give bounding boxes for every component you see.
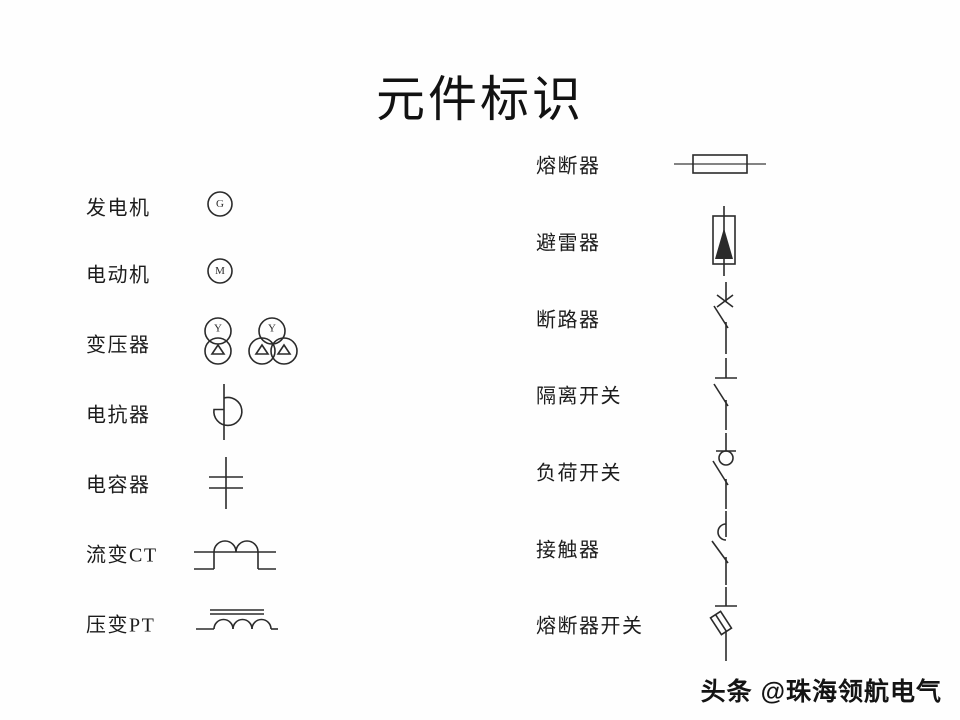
symbol-label: 变压器: [86, 334, 151, 357]
symbol-label: 发电机: [86, 197, 151, 220]
symbol-row-circuit-breaker: 断路器: [536, 282, 866, 354]
symbol-label: 流变CT: [86, 544, 158, 567]
symbol-label: 电动机: [86, 264, 151, 287]
symbol-row-current-transformer: 流变CT: [86, 522, 386, 584]
current-transformer-coils-icon: [190, 525, 280, 581]
motor-circle-m-icon: M: [200, 253, 240, 293]
symbol-label: 避雷器: [536, 232, 601, 255]
symbol-row-load-switch: 负荷开关: [536, 433, 866, 509]
generator-circle-g-icon: G: [200, 186, 240, 226]
disconnector-icon: [704, 358, 744, 430]
symbol-label: 电容器: [86, 474, 151, 497]
symbol-row-disconnector: 隔离开关: [536, 358, 866, 430]
capacitor-plates-icon: [202, 455, 250, 511]
page-title: 元件标识: [375, 72, 584, 127]
watermark-text: 头条 @珠海领航电气: [700, 678, 942, 706]
symbol-label: 断路器: [536, 309, 601, 332]
symbol-row-contactor: 接触器: [536, 511, 866, 585]
symbol-row-reactor: 电抗器: [86, 382, 386, 444]
surge-arrester-icon: [704, 204, 744, 278]
symbol-label: 隔离开关: [536, 385, 622, 408]
symbol-row-generator: 发电机 G: [86, 175, 386, 237]
circuit-breaker-icon: [704, 282, 744, 354]
symbol-row-transformer: 变压器 Y Y: [86, 312, 386, 374]
fuse-switch-icon: [704, 587, 744, 661]
symbol-label: 接触器: [536, 539, 601, 562]
symbol-label: 熔断器开关: [536, 615, 644, 638]
symbol-row-fuse: 熔断器: [536, 133, 866, 195]
fuse-rectangle-icon: [672, 144, 768, 184]
symbol-label: 负荷开关: [536, 462, 622, 485]
symbol-label: 电抗器: [86, 404, 151, 427]
svg-text:Y: Y: [268, 323, 276, 335]
svg-text:G: G: [216, 198, 224, 210]
symbol-label: 压变PT: [86, 614, 156, 637]
svg-text:M: M: [215, 265, 225, 277]
symbol-row-capacitor: 电容器: [86, 452, 386, 514]
voltage-transformer-coils-icon: [190, 595, 280, 651]
transformer-windings-icon: Y Y: [194, 313, 324, 373]
reactor-arc-icon: [202, 382, 246, 444]
symbol-label: 熔断器: [536, 155, 601, 178]
contactor-icon: [704, 511, 744, 585]
symbol-row-surge-arrester: 避雷器: [536, 206, 866, 276]
symbol-row-motor: 电动机 M: [86, 242, 386, 304]
svg-text:Y: Y: [214, 323, 222, 335]
load-switch-icon: [704, 433, 744, 509]
symbol-row-voltage-transformer: 压变PT: [86, 592, 386, 654]
symbol-row-fuse-switch: 熔断器开关: [536, 587, 866, 661]
